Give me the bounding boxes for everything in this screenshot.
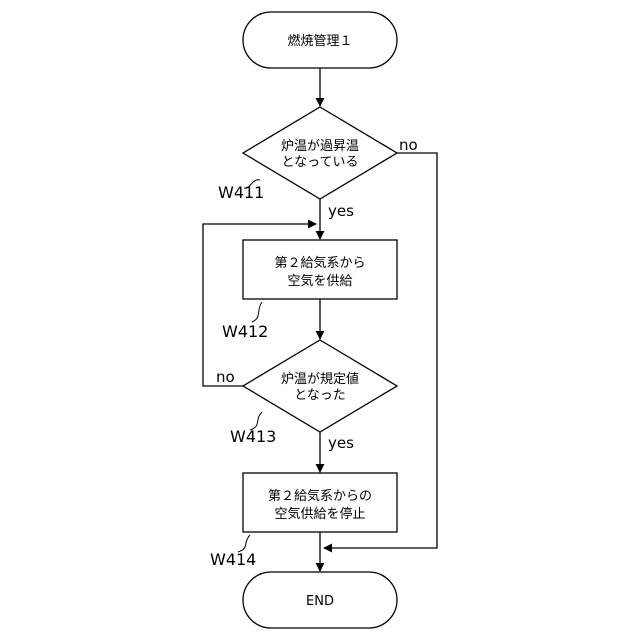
decision2-label-line1: 炉温が規定値: [281, 371, 359, 387]
process2-label-line1: 第２給気系からの: [268, 488, 372, 504]
start-label: 燃焼管理１: [287, 33, 352, 49]
process1-label-line1: 第２給気系から: [274, 255, 365, 271]
end-label: END: [306, 594, 334, 609]
end-terminal: END: [243, 572, 397, 628]
decision1-yes-label: yes: [328, 202, 354, 220]
process1-label-line2: 空気を供給: [287, 273, 352, 289]
ref-label-w413: W413: [230, 427, 276, 446]
ref-label-w411: W411: [218, 183, 264, 202]
decision2-no-label: no: [216, 368, 235, 386]
ref-label-w414: W414: [210, 550, 256, 569]
ref-leader-w412: [252, 302, 262, 322]
decision2-label-line2: となった: [294, 388, 346, 403]
start-terminal: 燃焼管理１: [243, 12, 397, 68]
decision2-yes-label: yes: [328, 434, 354, 452]
ref-label-w412: W412: [222, 322, 268, 341]
process2-label-line2: 空気供給を停止: [274, 506, 365, 522]
decision1-label-line1: 炉温が過昇温: [281, 139, 359, 154]
decision2: 炉温が規定値 となった: [243, 340, 397, 432]
decision1: 炉温が過昇温 となっている: [243, 107, 397, 199]
decision1-label-line2: となっている: [282, 155, 359, 170]
process2: 第２給気系からの 空気供給を停止: [243, 473, 397, 532]
decision1-no-label: no: [399, 136, 418, 154]
process1: 第２給気系から 空気を供給: [243, 240, 397, 299]
